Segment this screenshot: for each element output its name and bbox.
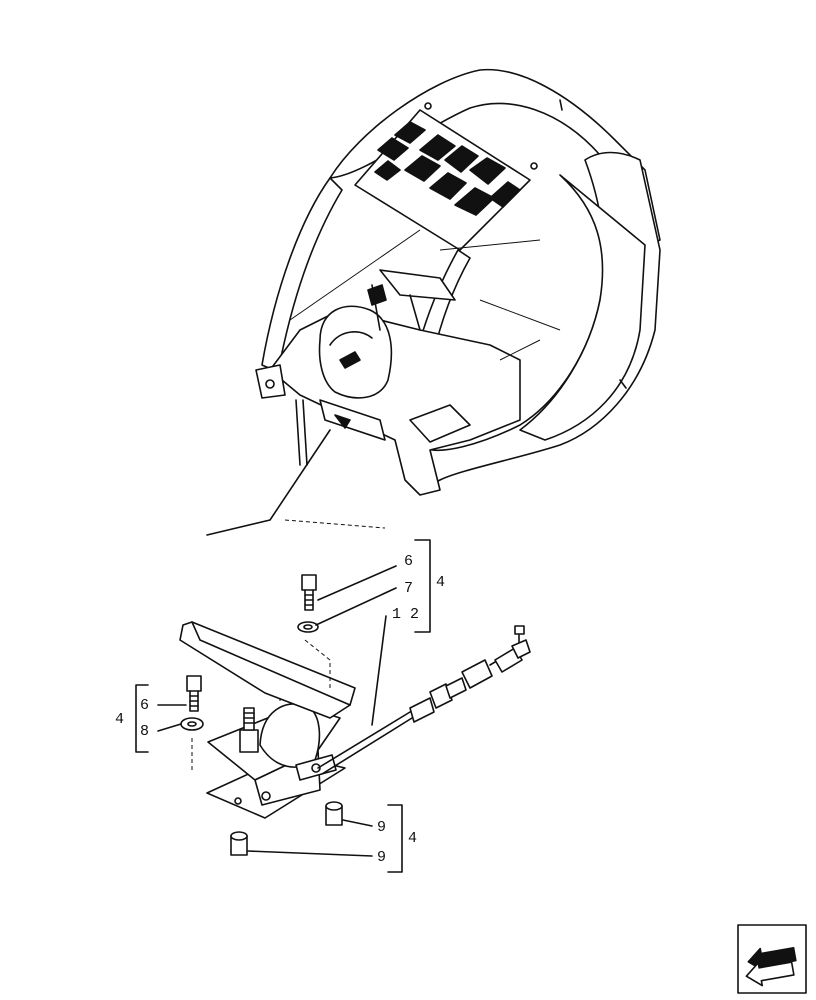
callout-9-upper: 9: [377, 819, 386, 836]
next-page-arrow-icon[interactable]: [737, 924, 807, 994]
callout-7-top: 7: [404, 580, 413, 597]
bolt-left: [186, 675, 202, 712]
spacer-lower: [230, 831, 248, 856]
callout-kit-left: 4: [115, 711, 124, 728]
callout-8-left: 8: [140, 723, 149, 740]
washer-upper: [297, 621, 319, 633]
callout-6-left: 6: [140, 697, 149, 714]
callout-12: 1 2: [392, 606, 419, 623]
bolt-upper: [301, 574, 317, 611]
callout-labels: 6 7 1 2 4 6 8 4 9 9 4: [115, 553, 445, 866]
roof-grill: [374, 121, 521, 216]
throttle-cable: [317, 625, 531, 775]
washer-left: [180, 717, 204, 731]
callout-9-lower: 9: [377, 849, 386, 866]
cab-leader: [206, 429, 386, 536]
callout-kit-top: 4: [436, 574, 445, 591]
cab-assembly: [255, 68, 661, 496]
pedal-assembly: [179, 621, 356, 819]
callout-leaders: [135, 539, 431, 873]
callout-kit-bottom: 4: [408, 830, 417, 847]
callout-6-top: 6: [404, 553, 413, 570]
spacer-upper: [325, 801, 343, 826]
